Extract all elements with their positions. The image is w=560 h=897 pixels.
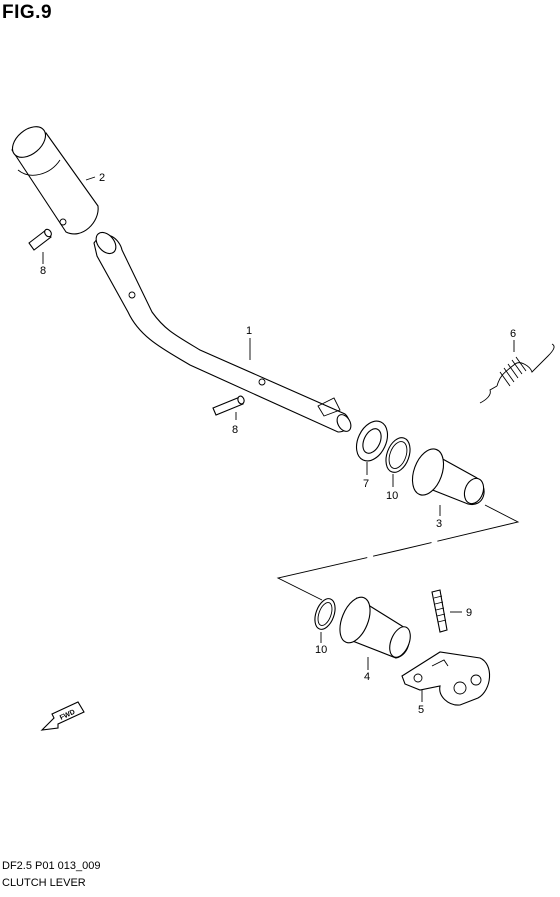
part-bushing-lower <box>339 596 411 659</box>
part-bracket <box>401 651 491 706</box>
callout-7: 7 <box>363 478 369 490</box>
part-spring-pin <box>431 589 448 633</box>
part-grip <box>11 126 99 235</box>
figure-title: FIG.9 <box>2 2 53 23</box>
callout-4: 4 <box>364 671 370 683</box>
callout-1: 1 <box>246 325 252 337</box>
part-oring-lower <box>314 598 336 630</box>
callout-3: 3 <box>436 518 442 530</box>
part-spring <box>479 343 555 404</box>
figure-code: DF2.5 P01 013_009 <box>2 860 101 872</box>
fwd-arrow-icon: FWD <box>40 701 85 731</box>
part-pin-lower <box>212 395 245 416</box>
part-lever-tube <box>93 231 352 433</box>
callout-8b: 8 <box>232 424 238 436</box>
callout-6: 6 <box>510 328 516 340</box>
part-washer <box>355 420 389 462</box>
callout-8a: 8 <box>40 265 46 277</box>
figure-name: CLUTCH LEVER <box>2 877 86 889</box>
callout-9: 9 <box>466 607 472 619</box>
part-oring-upper <box>385 437 411 473</box>
part-bushing-upper <box>411 448 485 505</box>
callout-5: 5 <box>418 704 424 716</box>
leader-line-2 <box>85 176 96 181</box>
callout-2: 2 <box>99 172 105 184</box>
assembly-guide-line <box>276 504 520 601</box>
callout-10b: 10 <box>315 644 327 656</box>
callout-10a: 10 <box>386 490 398 502</box>
part-pin-upper <box>28 228 52 251</box>
